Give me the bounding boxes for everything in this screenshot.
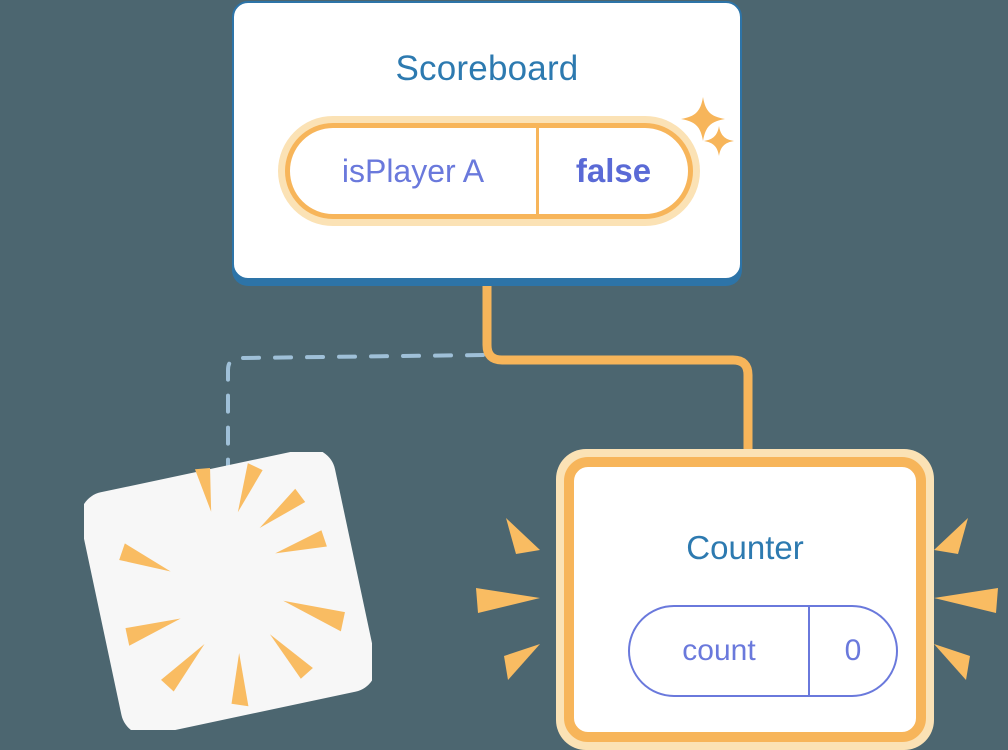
- counter-title: Counter: [686, 529, 804, 566]
- ray-right-bottom: [934, 644, 970, 680]
- burst-rays: [119, 463, 345, 707]
- connector-scoreboard-to-counter: [482, 280, 753, 462]
- scoreboard-state-value: false: [575, 152, 652, 189]
- ray-left-top: [506, 518, 540, 554]
- node-card-scoreboard[interactable]: Scoreboard isPlayer A false: [232, 1, 742, 280]
- counter-pill-divider: [808, 607, 810, 695]
- scoreboard-state-pill[interactable]: isPlayer A false: [285, 123, 693, 219]
- ghost-card-body: [84, 452, 372, 730]
- scoreboard-state-key: isPlayer A: [341, 152, 485, 189]
- node-card-counter[interactable]: Counter count 0: [556, 449, 934, 750]
- ray-right-mid: [934, 588, 998, 613]
- connector-scoreboard-to-ghost-card: [226, 353, 485, 472]
- counter-state-value: 0: [844, 634, 862, 667]
- node-card-ghost-burst: [84, 452, 372, 730]
- counter-card-inner: Counter count 0: [564, 457, 926, 742]
- scoreboard-title: Scoreboard: [395, 49, 579, 88]
- scoreboard-state-pill-glow: isPlayer A false: [278, 116, 700, 226]
- scoreboard-pill-divider: [536, 128, 539, 214]
- counter-state-pill[interactable]: count 0: [628, 605, 898, 697]
- ray-left-mid: [476, 588, 540, 613]
- ray-right-top: [934, 518, 968, 554]
- ray-left-bottom: [504, 644, 540, 680]
- counter-state-key: count: [682, 634, 756, 667]
